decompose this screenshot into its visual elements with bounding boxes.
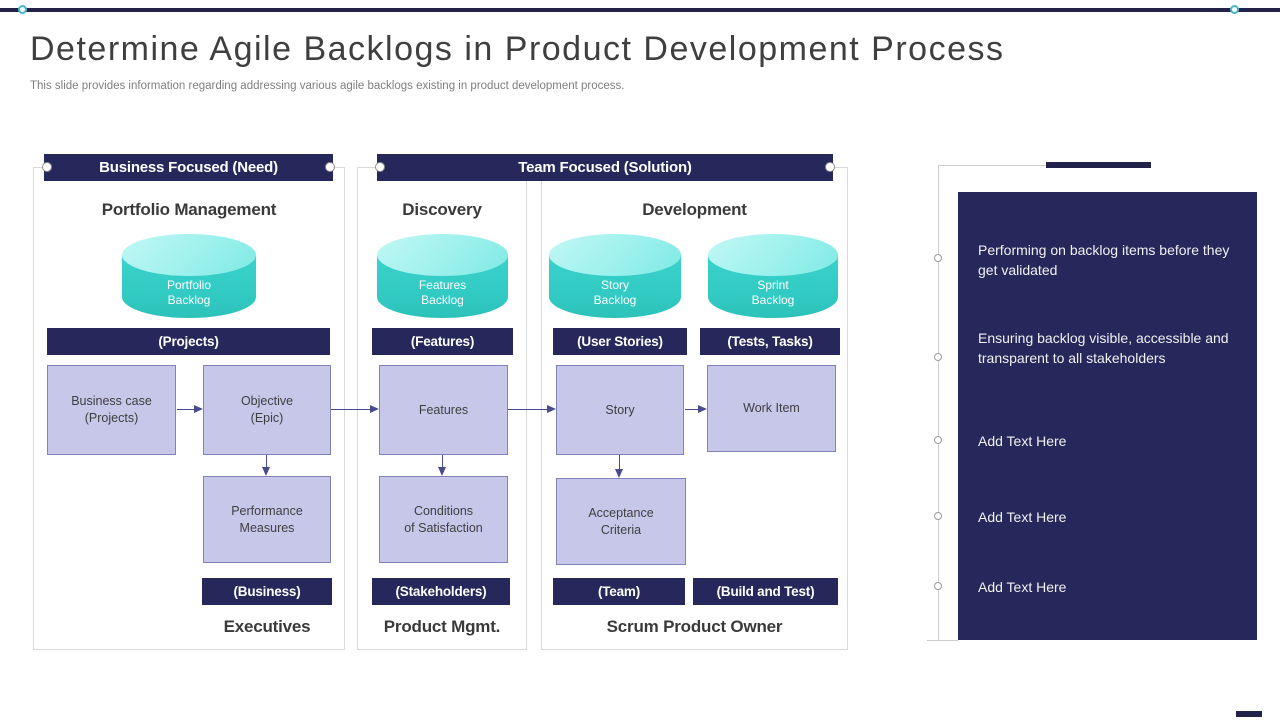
arrow-features-to-story <box>508 404 556 413</box>
box-acceptance-criteria: Acceptance Criteria <box>556 478 686 565</box>
heading-development: Development <box>642 200 747 219</box>
heading-discovery: Discovery <box>402 200 482 219</box>
cylinder-label-line: Backlog <box>421 293 464 307</box>
notes-connector-line <box>938 165 939 640</box>
box-business-case: Business case (Projects) <box>47 365 176 455</box>
header-business-focused-label: Business Focused (Need) <box>99 159 278 176</box>
note-bullet-dot <box>934 254 942 262</box>
arrow-objective-to-performance <box>261 455 270 476</box>
corner-accent-bar <box>1236 711 1262 717</box>
header-dot <box>375 162 385 172</box>
cylinder-label: Story Backlog <box>549 278 681 308</box>
tag-features: (Features) <box>372 328 513 355</box>
tag-user-stories: (User Stories) <box>553 328 687 355</box>
cylinder-top <box>377 234 508 276</box>
cylinder-label-line: Features <box>418 278 467 292</box>
line-handle-left[interactable] <box>18 5 27 14</box>
header-team-focused: Team Focused (Solution) <box>377 154 833 181</box>
arrow-features-to-conditions <box>437 455 446 476</box>
box-label-line: Story <box>605 402 635 417</box>
cylinder-label: Sprint Backlog <box>708 278 838 308</box>
header-dot <box>825 162 835 172</box>
cylinder-top <box>549 234 681 276</box>
cylinder-top <box>122 234 256 276</box>
note-item: Performing on backlog items before they … <box>978 242 1230 278</box>
arrow-story-to-workitem <box>685 404 707 413</box>
cylinder-portfolio-backlog: Portfolio Backlog <box>122 234 256 318</box>
cylinder-label-line: Backlog <box>751 293 795 307</box>
box-label-line: Criteria <box>600 522 642 537</box>
note-item-placeholder[interactable]: Add Text Here <box>978 579 1067 595</box>
note-item: Ensuring backlog visible, accessible and… <box>978 330 1229 366</box>
cylinder-label-line: Sprint <box>757 278 789 292</box>
page-title: Determine Agile Backlogs in Product Deve… <box>30 30 1005 68</box>
header-dot <box>42 162 52 172</box>
tag-tests-tasks: (Tests, Tasks) <box>700 328 840 355</box>
box-label-line: (Projects) <box>84 411 139 425</box>
heading-portfolio-management: Portfolio Management <box>101 200 277 219</box>
cylinder-label-line: Backlog <box>593 293 637 307</box>
note-bullet-dot <box>934 436 942 444</box>
arrow-businesscase-to-objective <box>177 404 203 413</box>
notes-accent-bar <box>1046 162 1151 168</box>
cylinder-label: Features Backlog <box>377 278 508 308</box>
tag-business: (Business) <box>202 578 332 605</box>
role-product-mgmt: Product Mgmt. <box>383 617 501 636</box>
tag-build-and-test: (Build and Test) <box>693 578 838 605</box>
box-objective-epic: Objective (Epic) <box>203 365 331 455</box>
box-conditions-of-satisfaction: Conditions of Satisfaction <box>379 476 508 563</box>
box-story: Story <box>556 365 684 455</box>
box-label-line: Performance <box>231 503 303 518</box>
box-label-line: Features <box>418 402 469 417</box>
role-scrum-product-owner: Scrum Product Owner <box>606 617 783 636</box>
box-label-line: (Epic) <box>250 411 284 425</box>
note-bullet-dot <box>934 353 942 361</box>
cylinder-sprint-backlog: Sprint Backlog <box>708 234 838 318</box>
box-features: Features <box>379 365 508 455</box>
cylinder-label-line: Backlog <box>167 293 211 307</box>
cylinder-label-line: Story <box>600 278 629 292</box>
note-item-placeholder[interactable]: Add Text Here <box>978 509 1067 525</box>
box-label-line: Work Item <box>743 401 800 415</box>
notes-connector-line-bottom <box>927 640 958 641</box>
box-work-item: Work Item <box>707 365 836 452</box>
box-label-line: Conditions <box>413 503 474 518</box>
note-item-placeholder[interactable]: Add Text Here <box>978 433 1067 449</box>
note-bullet-dot <box>934 512 942 520</box>
header-business-focused: Business Focused (Need) <box>44 154 333 181</box>
header-team-focused-label: Team Focused (Solution) <box>518 159 692 176</box>
note-bullet-dot <box>934 582 942 590</box>
header-dot <box>325 162 335 172</box>
notes-panel: Performing on backlog items before they … <box>958 192 1257 640</box>
role-executives: Executives <box>223 617 311 636</box>
tag-team: (Team) <box>553 578 685 605</box>
notes-connector-line-top <box>938 165 1046 166</box>
arrow-objective-to-features <box>331 404 379 413</box>
box-label-line: Business case <box>71 394 152 408</box>
cylinder-top <box>708 234 838 276</box>
box-performance-measures: Performance Measures <box>203 476 331 563</box>
page-subtitle: This slide provides information regardin… <box>30 80 625 92</box>
box-label-line: Acceptance <box>588 505 654 520</box>
tag-projects: (Projects) <box>47 328 330 355</box>
cylinder-story-backlog: Story Backlog <box>549 234 681 318</box>
box-label-line: Measures <box>239 520 295 535</box>
cylinder-label: Portfolio Backlog <box>122 278 256 308</box>
top-divider-line <box>0 8 1280 12</box>
box-label-line: of Satisfaction <box>404 520 483 535</box>
cylinder-label-line: Portfolio <box>166 278 212 292</box>
arrow-story-to-acceptance <box>614 455 623 478</box>
tag-stakeholders: (Stakeholders) <box>372 578 510 605</box>
box-label-line: Objective <box>240 394 294 408</box>
cylinder-features-backlog: Features Backlog <box>377 234 508 318</box>
line-handle-right[interactable] <box>1230 5 1239 14</box>
